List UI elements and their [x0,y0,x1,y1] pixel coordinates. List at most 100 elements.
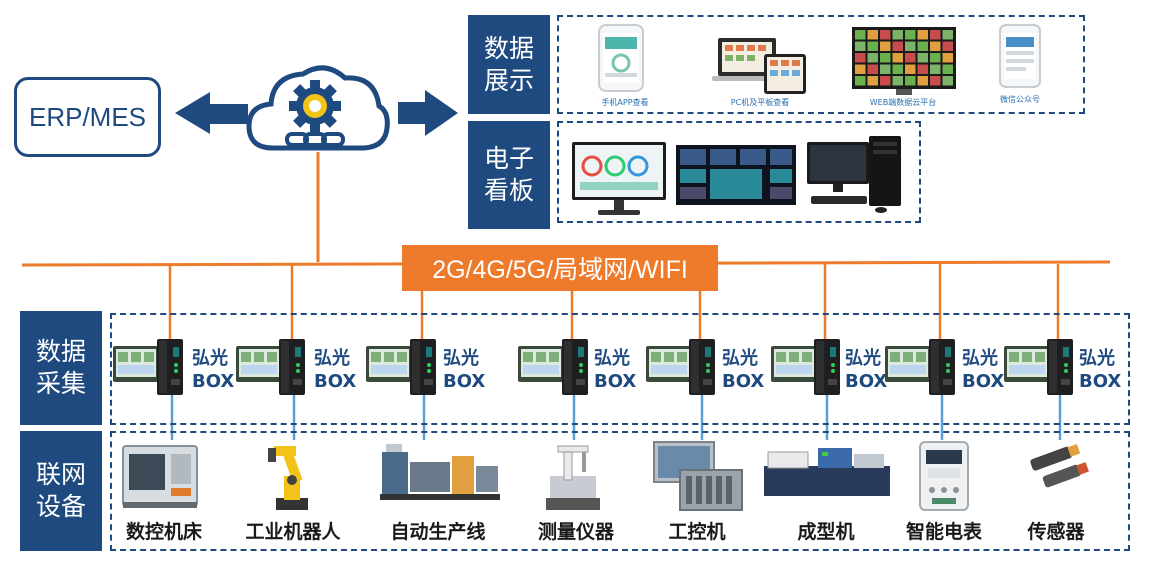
hmi-panel-icon [517,345,565,387]
gateway-box-label-line1: 弘光 [594,348,630,369]
section-label-line: 电子 [483,144,534,173]
web-tile [930,53,941,63]
web-tile [880,53,891,63]
web-tile [905,76,916,86]
device-image-icon [380,440,500,506]
web-tile [855,41,866,51]
device-label: 数控机床 [125,521,202,543]
device-image-icon [1025,440,1095,494]
web-tile [867,53,878,63]
web-tile [867,41,878,51]
web-tile [930,30,941,40]
device-image-icon [918,440,970,516]
section-networked-devices: 联网 设备 [20,431,102,551]
web-tile [855,64,866,74]
gateway-box-icon [687,337,717,401]
gateway-box-label-line1: 弘光 [192,348,228,369]
dark-kanban-screen-icon [676,145,796,205]
hmi-panel-icon [770,345,818,387]
web-tile [942,53,953,63]
hmi-panel-icon [884,345,932,387]
gateway-box-label-line2: BOX [192,371,235,392]
web-tile [892,76,903,86]
gateway-box-icon [277,337,307,401]
display-caption: 手机APP查看 [601,98,649,107]
network-label-text: 2G/4G/5G/局域网/WIFI [432,256,688,284]
gateway-box-icon [155,337,185,401]
collect-panel [110,313,1130,425]
gateway-box-icon [927,337,957,401]
devices-panel [110,431,1130,551]
web-tile [892,53,903,63]
cloud-gear-icon [246,65,390,151]
web-tile [917,41,928,51]
device-label: 工控机 [668,521,726,543]
gateway-box-label-line2: BOX [845,371,888,392]
display-caption: PC机及平板查看 [730,98,790,107]
network-label: 2G/4G/5G/局域网/WIFI [402,245,718,291]
gateway-box-label-line1: 弘光 [962,348,998,369]
section-data-collect: 数据 采集 [20,311,102,425]
web-tile [905,41,916,51]
gateway-box-label-line2: BOX [594,371,637,392]
device-image-icon [538,440,608,516]
gateway-box-label-line1: 弘光 [314,348,350,369]
gateway-box-label-line1: 弘光 [845,348,881,369]
web-tile [917,30,928,40]
pc-tablet-icon [712,38,806,94]
web-tile [855,76,866,86]
web-tile [917,64,928,74]
device-label: 测量仪器 [537,521,614,543]
web-tile [892,30,903,40]
erp-mes-box: ERP/MES [14,77,161,157]
device-label: 成型机 [797,521,855,543]
gateway-box-label-line1: 弘光 [722,348,758,369]
device-image-icon [762,440,892,504]
section-label-line: 数据 [483,33,534,63]
display-caption: WEB端数据云平台 [869,98,937,107]
gateway-box-icon [812,337,842,401]
web-tile [867,64,878,74]
device-image-icon [258,440,328,516]
web-tile [905,30,916,40]
desktop-computer-icon [807,136,901,213]
web-tile [905,64,916,74]
device-label: 智能电表 [905,521,982,543]
gateway-box-label-line2: BOX [1079,371,1122,392]
gateway-box-label-line2: BOX [443,371,486,392]
arrow-right-icon [398,90,458,136]
display-caption: 微信公众号 [1000,95,1040,104]
section-label-line: 联网 [35,460,86,489]
web-tile [867,76,878,86]
display-panel [557,15,1085,114]
web-tile [917,76,928,86]
section-label-line: 数据 [35,337,86,366]
section-label-line: 设备 [35,492,86,521]
hmi-panel-icon [645,345,693,387]
device-label: 工业机器人 [245,521,341,543]
device-label: 传感器 [1027,521,1085,543]
erp-mes-label: ERP/MES [28,101,147,132]
gateway-box-icon [1045,337,1075,401]
web-tile [942,41,953,51]
web-tile [880,30,891,40]
section-label-line: 展示 [483,65,534,95]
web-tile [930,41,941,51]
section-label-line: 采集 [35,369,86,398]
web-tile [942,30,953,40]
arrow-left-icon [175,92,248,134]
dashboard-monitor-icon [572,142,666,215]
gateway-box-icon [560,337,590,401]
hmi-panel-icon [1003,345,1051,387]
gateway-box-label-line2: BOX [962,371,1005,392]
web-tile [942,64,953,74]
board-panel [557,121,921,223]
device-image-icon [115,440,205,514]
web-tile [905,53,916,63]
